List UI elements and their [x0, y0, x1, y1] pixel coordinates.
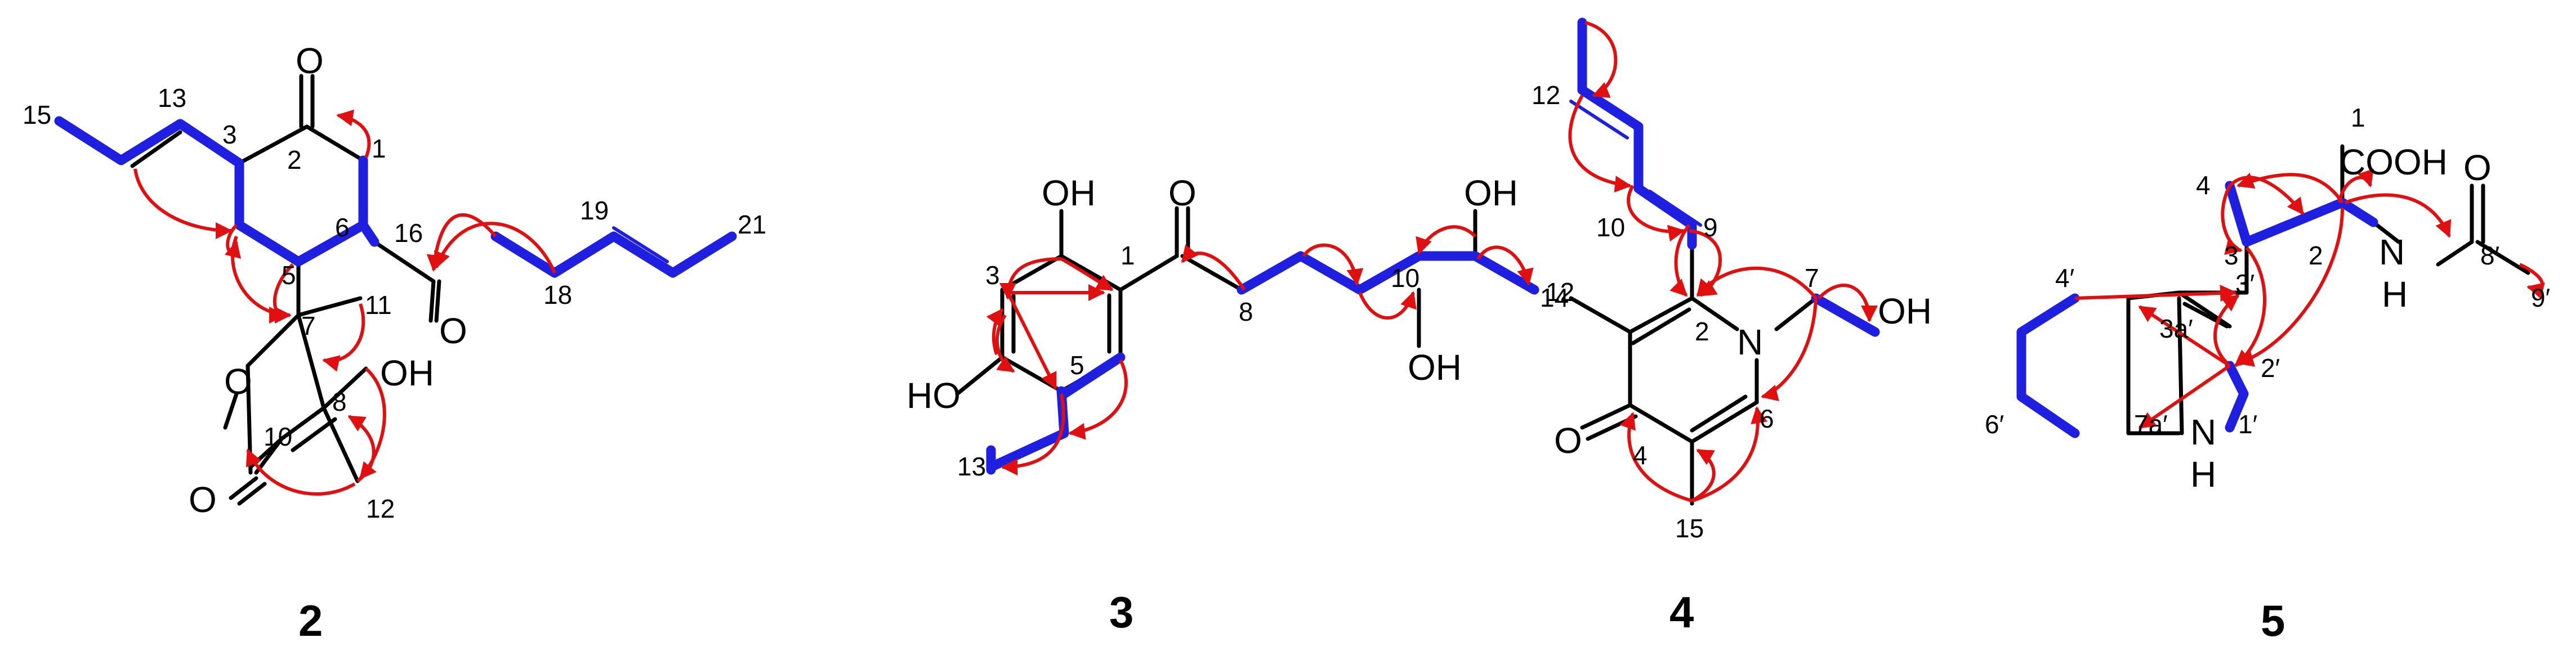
compound-3-numbers: 3 1 5 13 8 10 12	[957, 241, 1574, 481]
c3-num-8: 8	[1239, 297, 1253, 326]
c4-num-2: 2	[1695, 317, 1709, 346]
c2-o-lactone-ring: O	[224, 361, 252, 402]
compound-2: O O OH O O 15 13 3 2 1 6 16 5 7 11 8 10 …	[23, 41, 766, 645]
compound-2-atom-labels: O O OH O O	[189, 41, 467, 520]
c2-num-19: 19	[580, 196, 609, 225]
c5-num-3p: 3′	[2235, 269, 2254, 298]
c5-num-4: 4	[2196, 170, 2211, 200]
c2-num-18: 18	[543, 280, 572, 309]
compound-2-label: 2	[298, 596, 323, 645]
c2-num-12: 12	[366, 494, 395, 523]
compound-4-numbers: 12 10 9 7 14 2 4 6 15	[1532, 80, 1819, 543]
c4-num-4: 4	[1633, 441, 1648, 470]
c4-o: O	[1554, 420, 1582, 461]
compound-2-hmbc-arrows	[133, 109, 556, 496]
compound-5-hmbc-arrows	[2074, 168, 2545, 429]
c5-h-indole: H	[2190, 454, 2216, 495]
compound-4-label: 4	[1669, 587, 1694, 637]
c3-num-12: 12	[1546, 277, 1574, 307]
c5-h-amide: H	[2382, 274, 2408, 315]
c3-num-10: 10	[1391, 263, 1419, 293]
c2-num-16: 16	[394, 218, 423, 248]
c3-num-1: 1	[1120, 241, 1135, 270]
compound-4: N O OH 12 10 9 7 14 2 4 6 15 4	[1532, 17, 1932, 637]
c2-num-3: 3	[222, 120, 237, 149]
c5-n-amide: N	[2379, 232, 2405, 272]
c2-num-6: 6	[335, 213, 350, 242]
c5-num-2: 2	[2309, 241, 2323, 270]
c3-oh-top: OH	[1042, 173, 1096, 213]
c4-num-14: 14	[1540, 283, 1569, 312]
c5-num-1: 1	[2351, 103, 2365, 132]
c3-num-5: 5	[1070, 351, 1084, 380]
compound-3-label: 3	[1109, 587, 1133, 637]
c2-num-7: 7	[301, 311, 316, 340]
c5-num-2p: 2′	[2261, 353, 2280, 383]
c5-num-6p: 6′	[1985, 410, 2004, 439]
compound-5-numbers: 1 4 3 2 3′ 3a′ 4′ 6′ 7a′ 1′ 2′ 8′ 9′	[1985, 103, 2550, 439]
c2-num-5: 5	[282, 261, 296, 290]
compound-5-cosy-bonds	[2016, 181, 2378, 438]
c5-num-7ap: 7a′	[2134, 410, 2168, 439]
compound-2-numbers: 15 13 3 2 1 6 16 5 7 11 8 10 12 18 19 21	[23, 83, 766, 523]
c5-num-3ap: 3a′	[2159, 314, 2193, 343]
compound-2-cosy-bonds	[54, 116, 737, 278]
c4-num-7: 7	[1805, 263, 1819, 293]
compound-3-atom-labels: OH O HO OH OH	[907, 173, 1518, 416]
c2-num-8: 8	[332, 387, 347, 416]
c2-oh: OH	[380, 353, 434, 393]
c5-cooh: COOH	[2340, 142, 2448, 182]
c2-o-lactone-exo: O	[189, 479, 217, 520]
compound-4-black-bonds	[1569, 243, 1818, 506]
compound-3: OH O HO OH OH 3 1 5 13 8 10 12 3	[907, 173, 1574, 637]
c5-num-4p: 4′	[2055, 263, 2074, 293]
c2-num-2: 2	[287, 145, 302, 174]
compound-5: COOH O N H N H 1 4 3 2 3′ 3a′ 4′ 6′ 7a′ …	[1985, 103, 2550, 645]
c4-num-12: 12	[1532, 80, 1560, 110]
c5-num-1p: 1′	[2238, 410, 2257, 439]
c3-oh-c11: OH	[1464, 173, 1518, 213]
c2-num-13: 13	[158, 83, 186, 113]
c4-num-6: 6	[1760, 404, 1774, 433]
c4-n: N	[1737, 322, 1763, 362]
c4-num-15: 15	[1675, 514, 1704, 543]
c5-num-9p: 9′	[2531, 283, 2550, 312]
c2-num-10: 10	[264, 422, 292, 451]
compound-4-hmbc-arrows	[1568, 21, 1878, 502]
c2-num-11: 11	[365, 290, 392, 320]
c2-o-side: O	[439, 311, 467, 351]
c2-o-ketone: O	[296, 41, 324, 81]
c5-num-3: 3	[2224, 241, 2239, 270]
c4-num-9: 9	[1703, 213, 1718, 242]
c2-num-15: 15	[23, 100, 51, 129]
compound-3-hmbc-arrows	[986, 225, 1534, 475]
compound-5-label: 5	[2261, 596, 2285, 645]
c2-num-1: 1	[372, 134, 386, 163]
c5-o-amide: O	[2463, 147, 2492, 188]
c4-num-10: 10	[1596, 213, 1625, 242]
c3-ho-left: HO	[907, 375, 961, 416]
c3-num-13: 13	[957, 452, 986, 481]
compound-5-atom-labels: COOH O N H N H	[2190, 142, 2492, 495]
compound-4-atom-labels: N O OH	[1554, 291, 1932, 461]
compound-5-black-bonds	[2126, 144, 2530, 436]
compound-3-black-bonds	[955, 206, 1477, 396]
c4-oh: OH	[1878, 291, 1932, 331]
c3-num-3: 3	[985, 261, 1000, 290]
c2-num-21: 21	[738, 210, 766, 239]
c3-o-ketone: O	[1168, 173, 1197, 213]
compound-4-cosy-bonds	[1569, 17, 1880, 337]
c5-n-indole: N	[2190, 412, 2216, 452]
c5-num-8p: 8′	[2480, 241, 2499, 270]
c3-oh-c10: OH	[1408, 347, 1462, 388]
